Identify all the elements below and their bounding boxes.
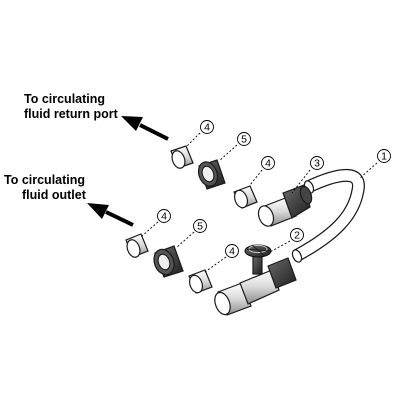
hose [291,168,365,263]
elbow [257,184,313,227]
valve [214,244,297,316]
callout-union-upper-number: 5 [241,134,247,146]
nipple-mid [233,185,258,209]
label-return-port-line2: fluid return port [24,107,119,121]
callout-elbow: 3 [310,156,324,170]
nipple-lower-left [125,233,149,258]
callout-valve-number: 2 [294,230,300,242]
callout-nipple-mid: 4 [261,156,275,170]
union-lower [153,245,184,278]
label-return-port: To circulating fluid return port [24,92,119,121]
label-outlet-line1: To circulating [4,173,85,187]
nipple-upper [170,145,194,169]
union-upper [197,159,226,190]
callout-nipple-lower-left: 4 [157,209,171,223]
callout-nipple-mid-number: 4 [265,158,271,170]
callout-union-lower-number: 5 [197,221,203,233]
callout-union-lower: 5 [193,219,207,233]
callout-hose: 1 [377,149,391,163]
callout-nipple-upper: 4 [200,120,214,134]
label-outlet-line2: fluid outlet [22,188,87,202]
callout-leaders [141,132,378,273]
callout-nipple-lower-left-number: 4 [161,211,167,223]
label-return-port-line1: To circulating [24,92,105,106]
callout-elbow-number: 3 [314,158,320,170]
callout-nipple-lower-right-number: 4 [229,246,235,258]
callout-nipple-upper-number: 4 [204,122,210,134]
callout-hose-number: 1 [381,151,387,163]
arrow-return-port [121,116,169,141]
valve-handwheel [244,244,272,258]
arrow-outlet [87,203,134,227]
callout-valve: 2 [290,228,304,242]
nipple-lower-right [188,269,213,294]
callout-nipple-lower-right: 4 [225,244,239,258]
callout-union-upper: 5 [237,132,251,146]
label-outlet: To circulating fluid outlet [4,173,87,202]
